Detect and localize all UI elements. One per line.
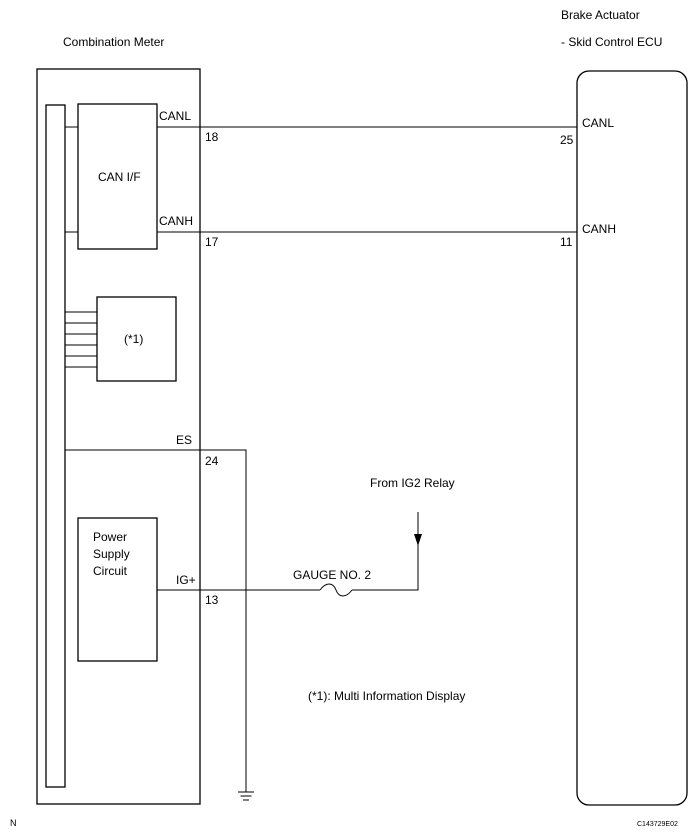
brake-actuator-title: Brake Actuator [561,8,640,22]
ig-pin: 13 [205,593,219,607]
es-ground-wire [65,449,247,792]
can-if-block [77,103,158,250]
power-supply-label-2: Supply [93,547,130,561]
canl-ecu-pin: 25 [560,133,574,147]
multi-info-display-bus-lines [65,311,97,368]
arrow-down-icon [414,534,422,546]
canl-meter-pin: 18 [205,130,219,144]
canh-meter-signal: CANH [159,214,193,228]
fuse-icon [319,583,353,597]
es-signal: ES [176,433,192,447]
can-if-label: CAN I/F [98,170,141,184]
brake-actuator-ecu-box [576,70,688,806]
multi-info-display-block [96,296,177,382]
combination-meter-title: Combination Meter [63,35,164,49]
multi-info-display-label: (*1) [124,332,143,346]
canh-ecu-signal: CANH [582,222,616,236]
skid-control-ecu-title: - Skid Control ECU [561,35,662,49]
canh-ecu-pin: 11 [560,235,573,249]
canl-ecu-signal: CANL [582,116,614,130]
ig-signal: IG+ [176,573,196,587]
footnote: (*1): Multi Information Display [308,689,465,703]
power-supply-label-1: Power [93,530,127,544]
canl-meter-signal: CANL [159,109,191,123]
canh-meter-pin: 17 [205,235,219,249]
drawing-code: C143729E02 [637,821,678,828]
power-supply-label-3: Circuit [93,564,128,578]
internal-bus-bar [45,104,66,788]
es-pin: 24 [205,454,219,468]
fuse-label: GAUGE NO. 2 [293,568,371,582]
corner-left-label: N [10,818,17,828]
ground-icon [238,791,254,801]
from-relay-label: From IG2 Relay [370,476,455,490]
